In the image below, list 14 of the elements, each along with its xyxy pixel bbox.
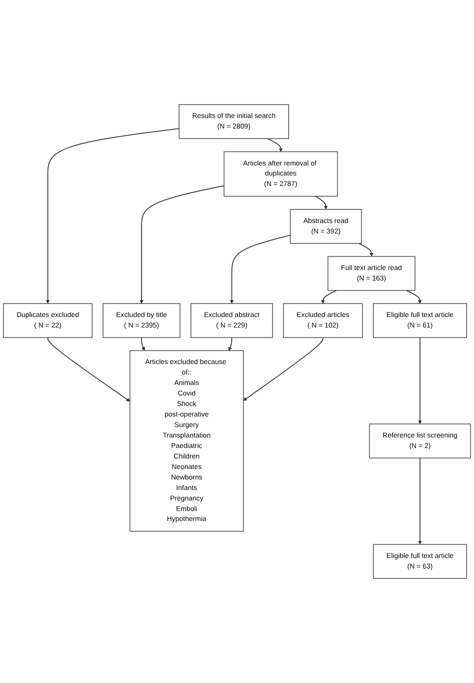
- arrow: [140, 185, 224, 304]
- arrow: [315, 196, 328, 210]
- arrow: [47, 337, 130, 402]
- arrow: [406, 290, 422, 304]
- arrow: [228, 337, 232, 351]
- arrow: [267, 138, 283, 152]
- arrow: [418, 458, 422, 545]
- arrow: [418, 337, 422, 424]
- arrow: [46, 128, 180, 304]
- arrow: [321, 290, 337, 304]
- arrow: [358, 242, 374, 257]
- arrow: [230, 234, 291, 304]
- arrow: [141, 337, 145, 351]
- arrow: [243, 337, 324, 401]
